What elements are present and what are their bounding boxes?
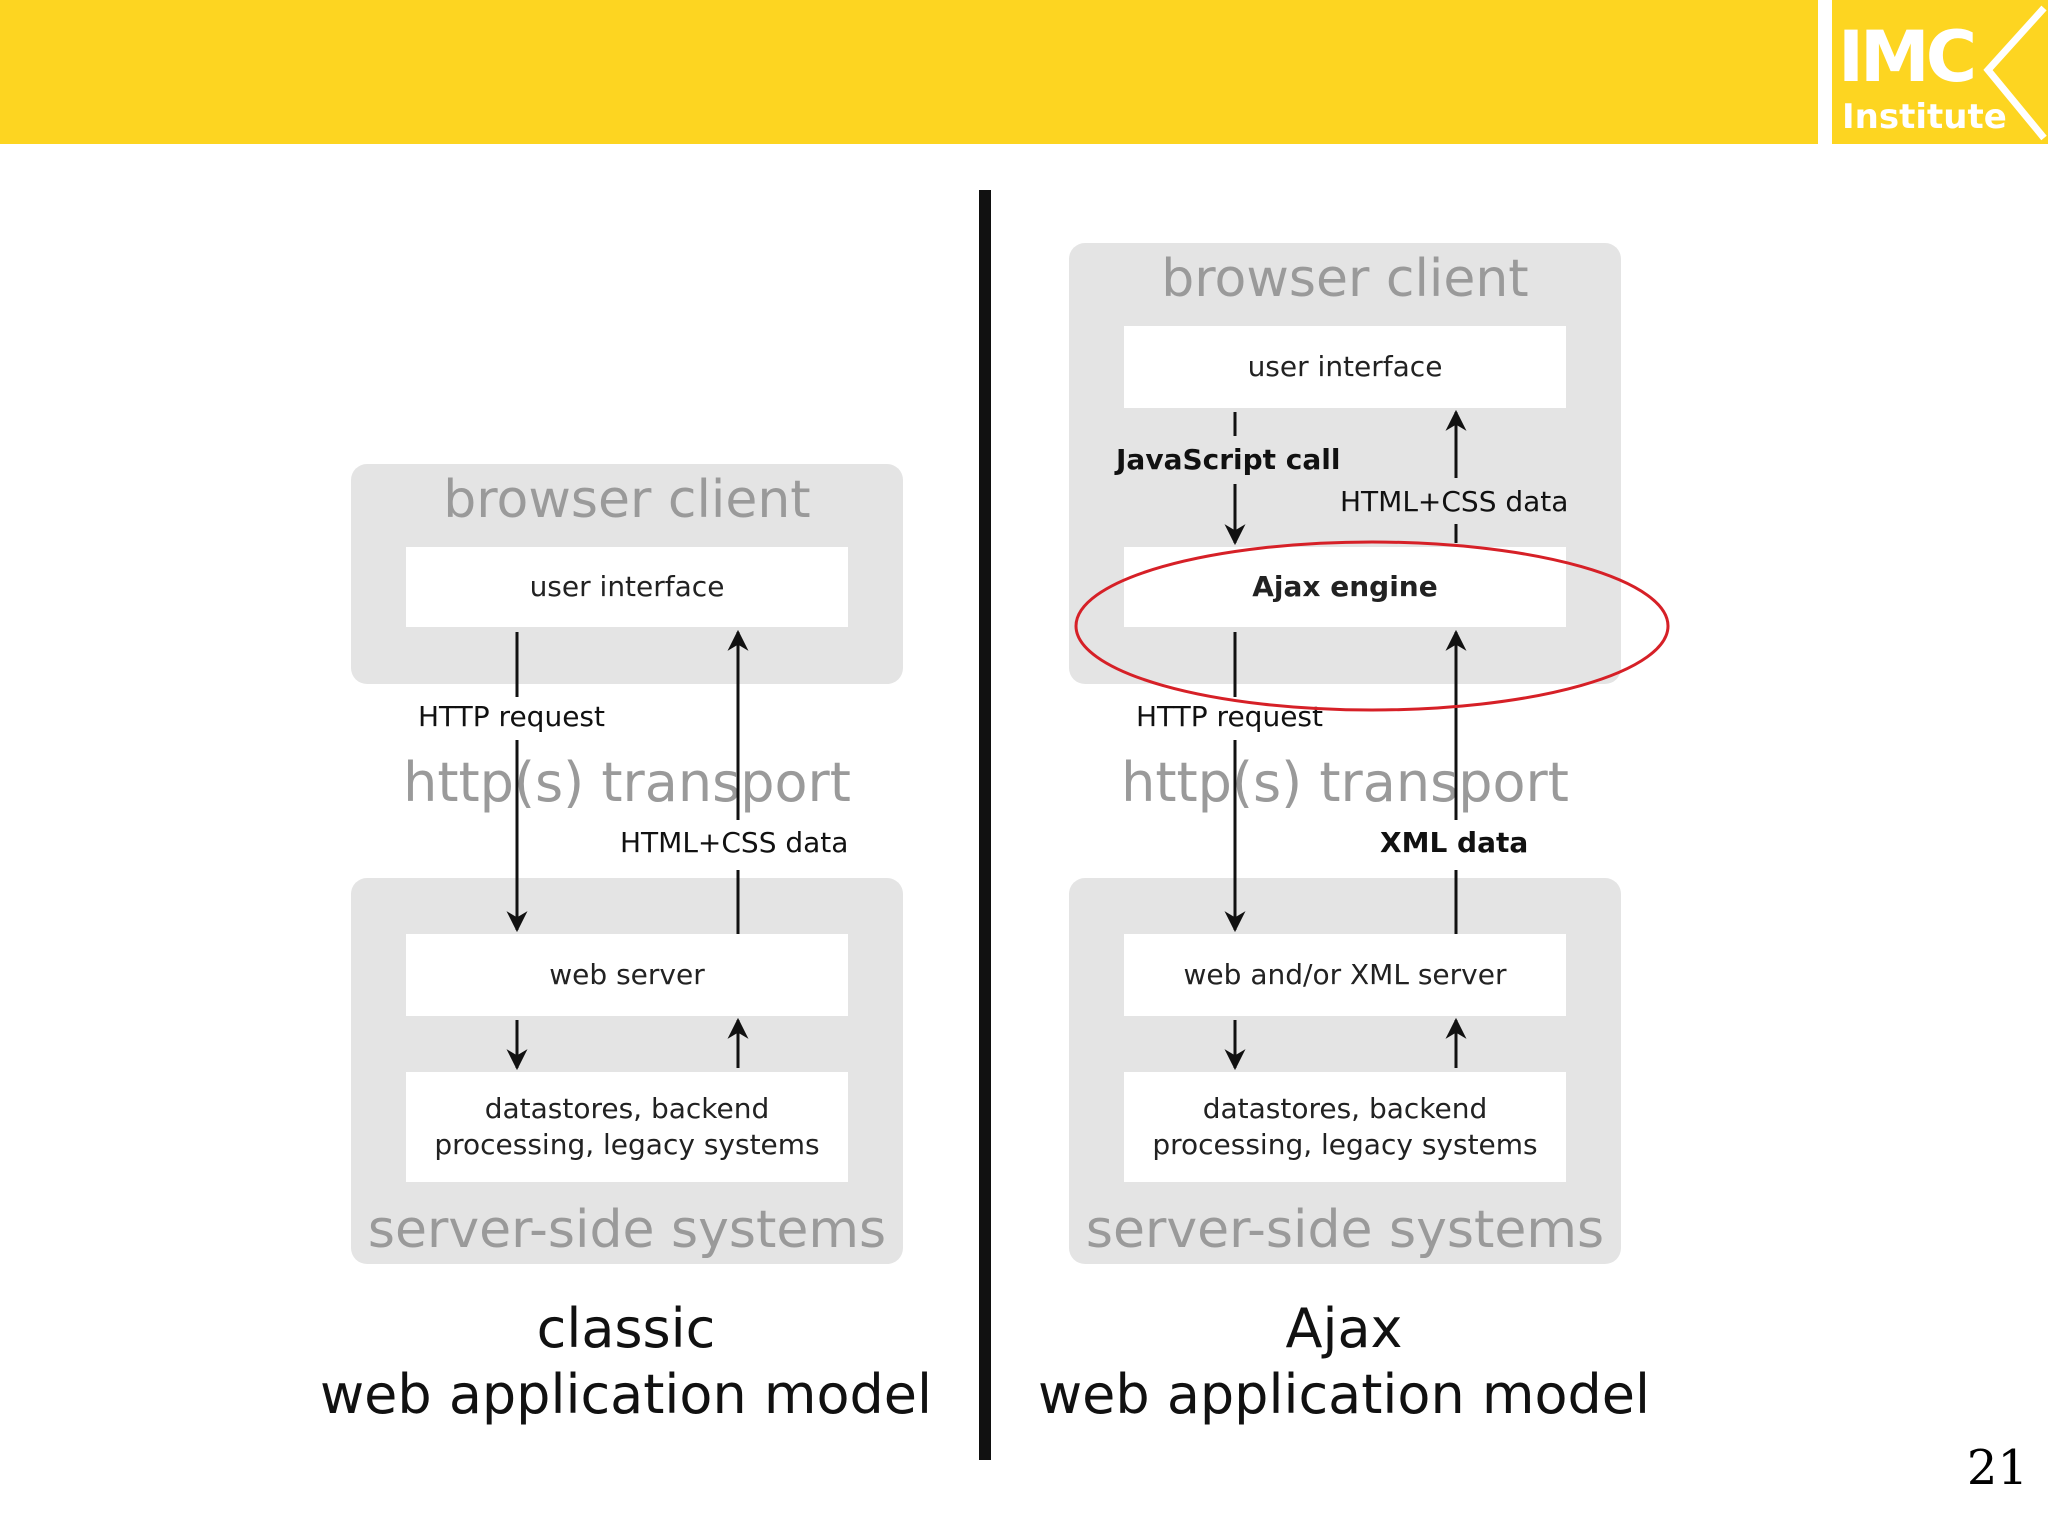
logo-subtext: Institute xyxy=(1842,97,2007,137)
classic-html-css-label: HTML+CSS data xyxy=(620,826,849,859)
ajax-xml-data-label: XML data xyxy=(1380,826,1529,859)
ajax-caption-line1: Ajax xyxy=(1285,1297,1403,1360)
classic-http-request-label: HTTP request xyxy=(418,700,605,733)
classic-user-interface-box: user interface xyxy=(406,547,848,627)
ajax-html-css-label: HTML+CSS data xyxy=(1340,485,1569,518)
center-divider xyxy=(979,190,991,1460)
ajax-datastores-box: datastores, backend processing, legacy s… xyxy=(1124,1072,1566,1182)
ajax-caption-line2: web application model xyxy=(1037,1362,1650,1426)
classic-web-server-box: web server xyxy=(406,934,848,1016)
classic-caption-line2: web application model xyxy=(319,1362,932,1426)
ajax-javascript-call-label: JavaScript call xyxy=(1116,443,1341,476)
ajax-browser-title: browser client xyxy=(1161,249,1529,309)
ajax-server-title: server-side systems xyxy=(1085,1200,1605,1260)
ajax-datastores-line1: datastores, backend xyxy=(1202,1091,1488,1125)
ajax-web-server-box: web and/or XML server xyxy=(1124,934,1566,1016)
classic-browser-title: browser client xyxy=(443,470,811,530)
ajax-datastores-line2: processing, legacy systems xyxy=(1152,1128,1538,1161)
ajax-engine-box: Ajax engine xyxy=(1124,547,1566,627)
classic-caption: classic web application model xyxy=(300,1296,952,1428)
page-number: 21 xyxy=(1966,1440,2028,1496)
ajax-transport-label: http(s) transport xyxy=(1121,751,1569,814)
classic-datastores-box: datastores, backend processing, legacy s… xyxy=(406,1072,848,1182)
ajax-caption: Ajax web application model xyxy=(1018,1296,1670,1428)
classic-transport-label: http(s) transport xyxy=(403,751,851,814)
classic-datastores-line2: processing, legacy systems xyxy=(434,1128,820,1161)
header-banner xyxy=(0,0,1818,144)
classic-server-title: server-side systems xyxy=(367,1200,887,1260)
logo-text: IMC xyxy=(1838,16,1977,98)
ajax-user-interface-box: user interface xyxy=(1124,326,1566,408)
classic-datastores-line1: datastores, backend xyxy=(484,1091,770,1125)
ajax-http-request-label: HTTP request xyxy=(1136,700,1323,733)
classic-caption-line1: classic xyxy=(536,1297,716,1360)
